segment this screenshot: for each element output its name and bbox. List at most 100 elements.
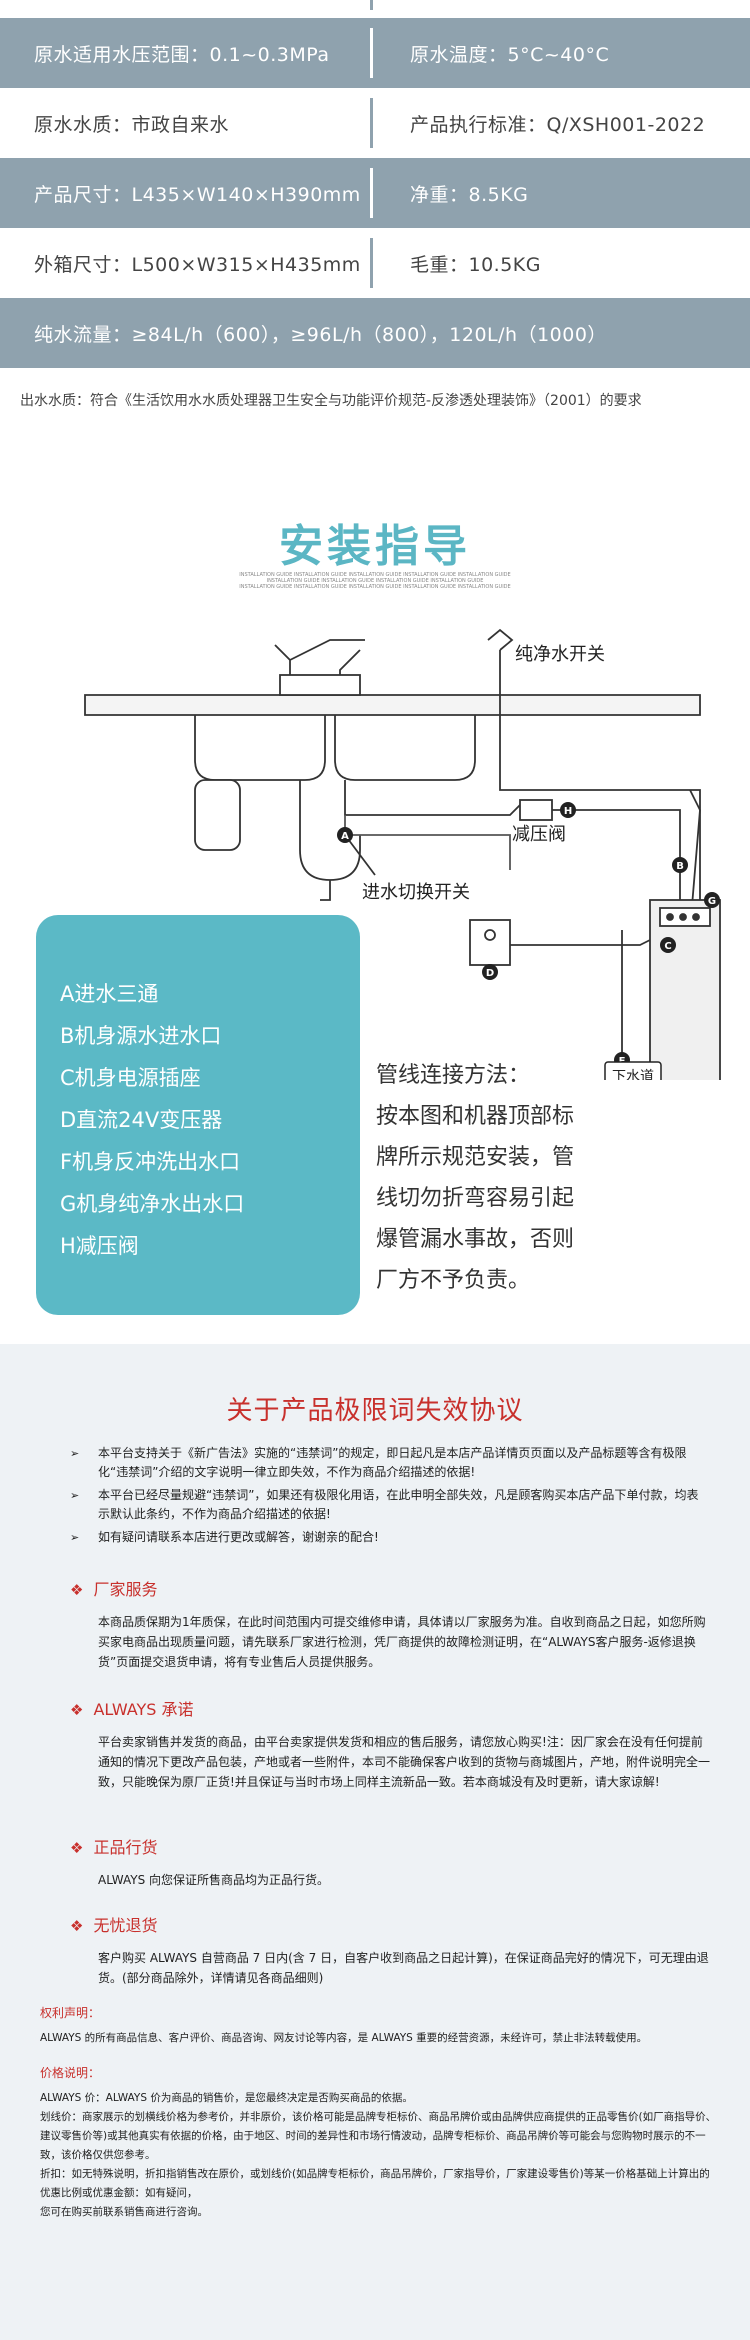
spec-cell: 外箱尺寸：L500×W315×H435mm bbox=[34, 253, 361, 276]
method-line: 厂方不予负责。 bbox=[376, 1268, 531, 1293]
installation-diagram: 纯净水开关 减压阀 进水切换开关 A H B G C D F 下水道 bbox=[84, 628, 721, 1080]
guide-subtitle-line: INSTALLATION GUIDE INSTALLATION GUIDE IN… bbox=[266, 578, 484, 584]
transformer bbox=[469, 919, 511, 966]
price-line: 您可在购买前联系销售商进行咨询。 bbox=[40, 2206, 208, 2218]
spec-cell: 原水水质：市政自来水 bbox=[34, 113, 230, 136]
spec-row: 外箱尺寸：L500×W315×H435mm 毛重：10.5KG bbox=[0, 228, 750, 298]
marker-c bbox=[660, 937, 676, 953]
method-line: 按本图和机器顶部标 bbox=[376, 1104, 575, 1129]
marker-b bbox=[672, 857, 688, 873]
column-divider bbox=[370, 168, 373, 218]
spec-cell: 产品执行标准：Q/XSH001-2022 bbox=[410, 113, 706, 136]
spec-row: 原水适用水压范围：0.1~0.3MPa 原水温度：5°C~40°C bbox=[0, 18, 750, 88]
arrow-icon: ➢ bbox=[70, 1531, 80, 1544]
pure-faucet bbox=[487, 628, 514, 651]
feed-pipe bbox=[344, 815, 511, 870]
garbage-disposal bbox=[194, 779, 241, 851]
section-heading: ❖无忧退货 bbox=[70, 1912, 710, 1936]
legend-item: A进水三通 bbox=[60, 982, 159, 1006]
section-heading: ❖ 厂家服务 bbox=[70, 1576, 710, 1600]
spec-cell: 原水温度：5°C~40°C bbox=[410, 43, 610, 66]
inlet-switch-pointer bbox=[344, 834, 376, 876]
drain-label: 下水道 bbox=[612, 1069, 654, 1080]
price-line: ALWAYS 价：ALWAYS 价为商品的销售价，是您最终决定是否购买商品的依据… bbox=[40, 2092, 413, 2104]
sink-basin-left bbox=[194, 715, 326, 781]
marker-c-label: C bbox=[664, 941, 671, 952]
method-line: 管线连接方法： bbox=[376, 1063, 531, 1088]
marker-g bbox=[704, 892, 720, 908]
pure-water-line bbox=[499, 650, 701, 931]
bullet-text: 本平台支持关于《新广告法》实施的“违禁词”的规定，即日起凡是本店产品详情页页面以… bbox=[98, 1446, 687, 1479]
spec-cell: 毛重：10.5KG bbox=[410, 253, 541, 276]
countertop bbox=[84, 694, 701, 716]
label-inlet-switch: 进水切换开关 bbox=[362, 882, 470, 903]
installation-guide: 安装指导 INSTALLATION GUIDE INSTALLATION GUI… bbox=[0, 490, 750, 1350]
label-valve: 减压阀 bbox=[512, 824, 566, 845]
section-heading-text: 厂家服务 bbox=[93, 1580, 158, 1599]
spec-cell: 产品尺寸：L435×W140×H390mm bbox=[34, 183, 361, 206]
spec-top-edge bbox=[0, 0, 750, 18]
bullet-text: 如有疑问请联系本店进行更改或解答，谢谢亲的配合! bbox=[98, 1530, 379, 1544]
guide-subtitle-line: INSTALLATION GUIDE INSTALLATION GUIDE IN… bbox=[239, 572, 511, 578]
spec-cell: 净重：8.5KG bbox=[410, 183, 529, 206]
marker-d bbox=[482, 964, 498, 980]
spec-cell: 原水适用水压范围：0.1~0.3MPa bbox=[34, 43, 330, 66]
section-heading-text: 无忧退货 bbox=[93, 1916, 158, 1935]
spec-table: 原水适用水压范围：0.1~0.3MPa 原水温度：5°C~40°C 原水水质：市… bbox=[0, 0, 750, 410]
price-statement: 价格说明： ALWAYS 价：ALWAYS 价为商品的销售价，是您最终决定是否购… bbox=[40, 2064, 720, 2222]
diamond-icon: ❖ bbox=[70, 1701, 84, 1719]
spec-row-flow: 纯水流量：≥84L/h（600），≥96L/h（800），120L/h（1000… bbox=[0, 298, 750, 368]
rights-heading: 权利声明： bbox=[40, 2006, 101, 2020]
section-factory-service: ❖ 厂家服务 本商品质保期为1年质保，在此时间范围内可提交维修申请，具体请以厂家服… bbox=[70, 1576, 710, 1672]
faucet-base bbox=[279, 674, 361, 696]
legend-item: C机身电源插座 bbox=[60, 1066, 201, 1090]
section-body: 本商品质保期为1年质保，在此时间范围内可提交维修申请，具体请以厂家服务为准。自收… bbox=[98, 1615, 706, 1669]
section-body: 客户购买 ALWAYS 自营商品 7 日内(含 7 日，自客户收到商品之日起计算… bbox=[98, 1951, 709, 1985]
spec-row: 产品尺寸：L435×W140×H390mm 净重：8.5KG bbox=[0, 158, 750, 228]
connection-method: 管线连接方法： 按本图和机器顶部标 牌所示规范安装，管 线切勿折弯容易引起 爆管… bbox=[376, 1055, 606, 1301]
bullet-text: 本平台已经尽量规避“违禁词”，如果还有极限化用语，在此申明全部失效，凡是顾客购买… bbox=[98, 1488, 699, 1521]
bullet-item: ➢ 本平台支持关于《新广告法》实施的“违禁词”的规定，即日起凡是本店产品详情页页面… bbox=[70, 1444, 710, 1482]
price-line: 划线价：商家展示的划横线价格为参考价，并非原价，该价格可能是品牌专柜标价、商品吊… bbox=[40, 2111, 717, 2161]
spec-row: 原水水质：市政自来水 产品执行标准：Q/XSH001-2022 bbox=[0, 88, 750, 158]
section-heading: ❖ 正品行货 bbox=[70, 1834, 710, 1858]
arrow-icon: ➢ bbox=[70, 1489, 80, 1502]
guide-title: 安装指导 bbox=[279, 521, 471, 572]
section-body: 平台卖家销售并发货的商品，由平台卖家提供发货和相应的售后服务，请您放心购买!注：… bbox=[98, 1735, 711, 1789]
source-line-b bbox=[552, 809, 681, 920]
rights-statement: 权利声明： ALWAYS 的所有商品信息、客户评价、商品咨询、网友讨论等内容，是… bbox=[40, 2004, 720, 2048]
bullet-item: ➢ 本平台已经尽量规避“违禁词”，如果还有极限化用语，在此申明全部失效，凡是顾客购… bbox=[70, 1486, 710, 1524]
marker-h-label: H bbox=[564, 806, 572, 817]
section-body: ALWAYS 向您保证所售商品均为正品行货。 bbox=[98, 1873, 330, 1887]
inlet-pipe bbox=[344, 780, 521, 816]
legend-item: D直流24V变压器 bbox=[60, 1108, 223, 1132]
marker-a-label: A bbox=[341, 831, 349, 842]
sink-basin-right bbox=[334, 715, 476, 781]
price-line: 折扣：如无特殊说明，折扣指销售改在原价，或划线价(如品牌专柜标价，商品吊牌价，厂… bbox=[40, 2168, 710, 2199]
legend-item: H减压阀 bbox=[60, 1234, 139, 1258]
pressure-valve-box bbox=[519, 799, 553, 821]
agreement-section: 关于产品极限词失效协议 ➢ 本平台支持关于《新广告法》实施的“违禁词”的规定，即日… bbox=[0, 1344, 750, 2340]
agreement-bullets: ➢ 本平台支持关于《新广告法》实施的“违禁词”的规定，即日起凡是本店产品详情页页面… bbox=[70, 1444, 710, 1551]
guide-subtitle-line: INSTALLATION GUIDE INSTALLATION GUIDE IN… bbox=[239, 584, 511, 590]
water-quality-note: 出水水质：符合《生活饮用水水质处理器卫生安全与功能评价规范-反渗透处理装饰》（2… bbox=[20, 393, 642, 409]
legend-item: G机身纯净水出水口 bbox=[60, 1192, 245, 1216]
flow-rate-text: 纯水流量：≥84L/h（600），≥96L/h（800），120L/h（1000… bbox=[34, 323, 607, 346]
section-worry-free-return: ❖无忧退货 客户购买 ALWAYS 自营商品 7 日内(含 7 日，自客户收到商… bbox=[70, 1912, 710, 1988]
bullet-item: ➢ 如有疑问请联系本店进行更改或解答，谢谢亲的配合! bbox=[70, 1528, 710, 1547]
section-heading-text: 正品行货 bbox=[93, 1838, 158, 1857]
marker-g-label: G bbox=[708, 896, 716, 907]
arrow-icon: ➢ bbox=[70, 1447, 80, 1460]
method-line: 爆管漏水事故，否则 bbox=[376, 1227, 575, 1252]
price-heading: 价格说明： bbox=[40, 2066, 101, 2080]
legend-card: A进水三通 B机身源水进水口 C机身电源插座 D直流24V变压器 F机身反冲洗出… bbox=[36, 915, 360, 1315]
diamond-icon: ❖ bbox=[70, 1839, 84, 1857]
method-line: 线切勿折弯容易引起 bbox=[376, 1186, 575, 1211]
diamond-icon: ❖ bbox=[70, 1581, 84, 1599]
column-divider bbox=[370, 238, 373, 288]
waste-line bbox=[689, 789, 701, 931]
column-divider bbox=[370, 98, 373, 148]
agreement-title: 关于产品极限词失效协议 bbox=[226, 1396, 524, 1426]
section-heading-text: ALWAYS 承诺 bbox=[93, 1700, 194, 1719]
